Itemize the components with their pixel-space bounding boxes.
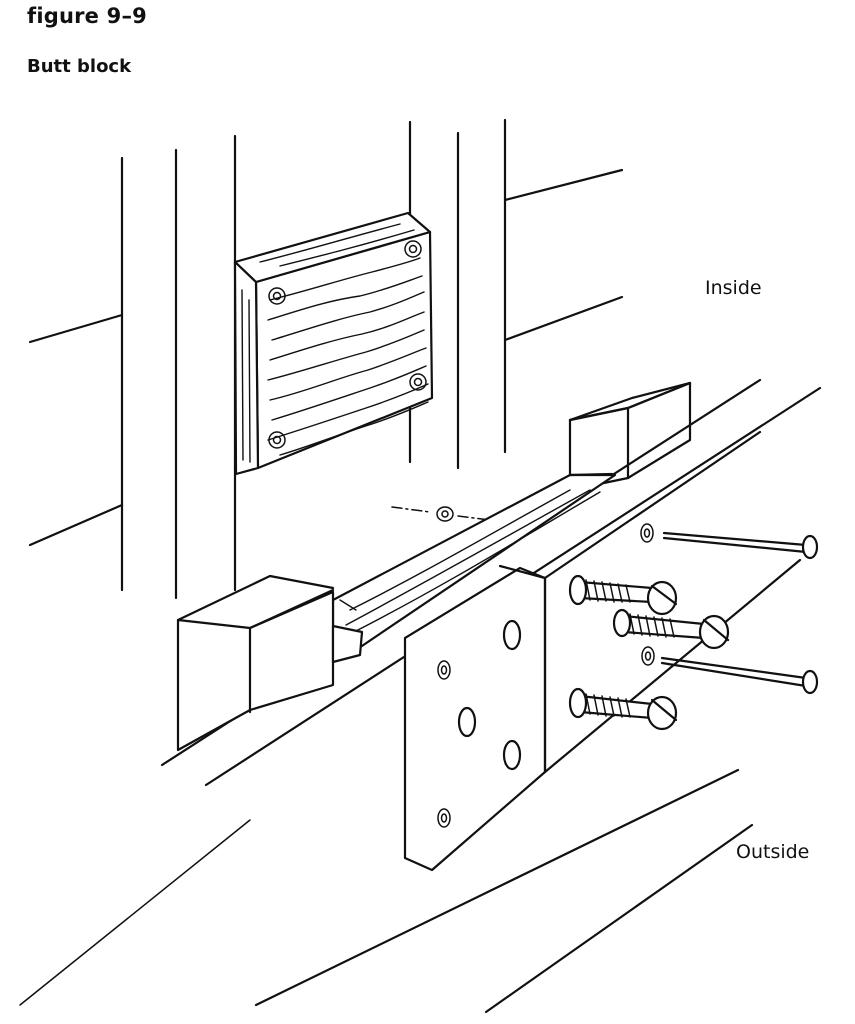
washer-icon: [641, 646, 655, 666]
fasteners: [568, 523, 819, 731]
butt-block-screw-heads: [268, 240, 427, 449]
outside-plank-lines: [19, 558, 802, 1014]
center-line-marker: [391, 506, 491, 522]
washer-icon: [640, 523, 654, 543]
frame-left: [120, 134, 237, 600]
inside-plank-lines: [28, 168, 624, 547]
front-spacer-block: [176, 574, 364, 752]
nail-icon: [662, 531, 819, 560]
screw-icon: [568, 574, 678, 616]
outside-label: Outside: [736, 841, 810, 863]
plate-holes: [437, 619, 522, 828]
nail-icon: [660, 656, 819, 695]
figure-title: Butt block: [27, 56, 132, 77]
butt-block: [233, 211, 434, 476]
butt-block-grain: [267, 257, 429, 456]
screw-icon: [568, 687, 678, 731]
inside-label: Inside: [705, 277, 762, 299]
screw-icon: [612, 608, 730, 650]
figure-number: figure 9–9: [27, 4, 147, 28]
